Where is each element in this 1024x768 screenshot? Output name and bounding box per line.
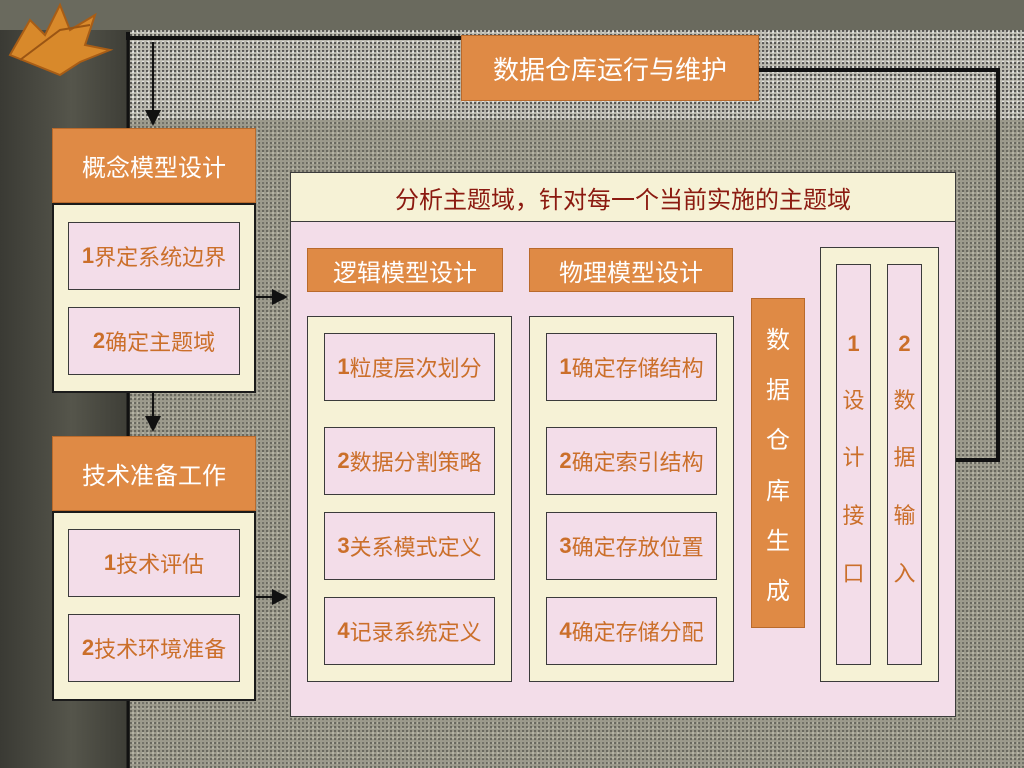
- generate-char: 数: [766, 326, 790, 355]
- input-char: 2: [898, 330, 911, 356]
- physical-model-heading: 物理模型设计: [529, 248, 733, 292]
- warehouse-generate-box: 数 据 仓 库 生 成: [751, 298, 805, 628]
- input-char: 据: [893, 446, 916, 472]
- design-interface-box: 1 设 计 接 口: [836, 264, 871, 665]
- interface-char: 1: [847, 330, 860, 356]
- generate-char: 库: [766, 476, 790, 505]
- concept-model-heading: 概念模型设计: [52, 128, 256, 203]
- interface-char: 计: [842, 446, 865, 472]
- page-title: 数据仓库运行与维护: [461, 35, 759, 101]
- tech-prep-heading: 技术准备工作: [52, 436, 256, 511]
- interface-char: 设: [842, 388, 865, 414]
- interface-char: 口: [842, 562, 865, 588]
- interface-char: 接: [842, 504, 865, 530]
- generate-char: 据: [766, 376, 790, 405]
- generate-char: 生: [766, 526, 790, 555]
- main-panel-heading: 分析主题域，针对每一个当前实施的主题域: [290, 172, 956, 222]
- generate-char: 成: [766, 576, 790, 605]
- data-input-box: 2 数 据 输 入: [887, 264, 922, 665]
- autumn-leaf-icon: [8, 2, 114, 77]
- input-char: 输: [893, 504, 916, 530]
- input-char: 数: [893, 388, 916, 414]
- top-dark-band: [0, 0, 1024, 30]
- input-char: 入: [893, 562, 916, 588]
- logical-model-heading: 逻辑模型设计: [307, 248, 503, 292]
- generate-char: 仓: [766, 426, 790, 455]
